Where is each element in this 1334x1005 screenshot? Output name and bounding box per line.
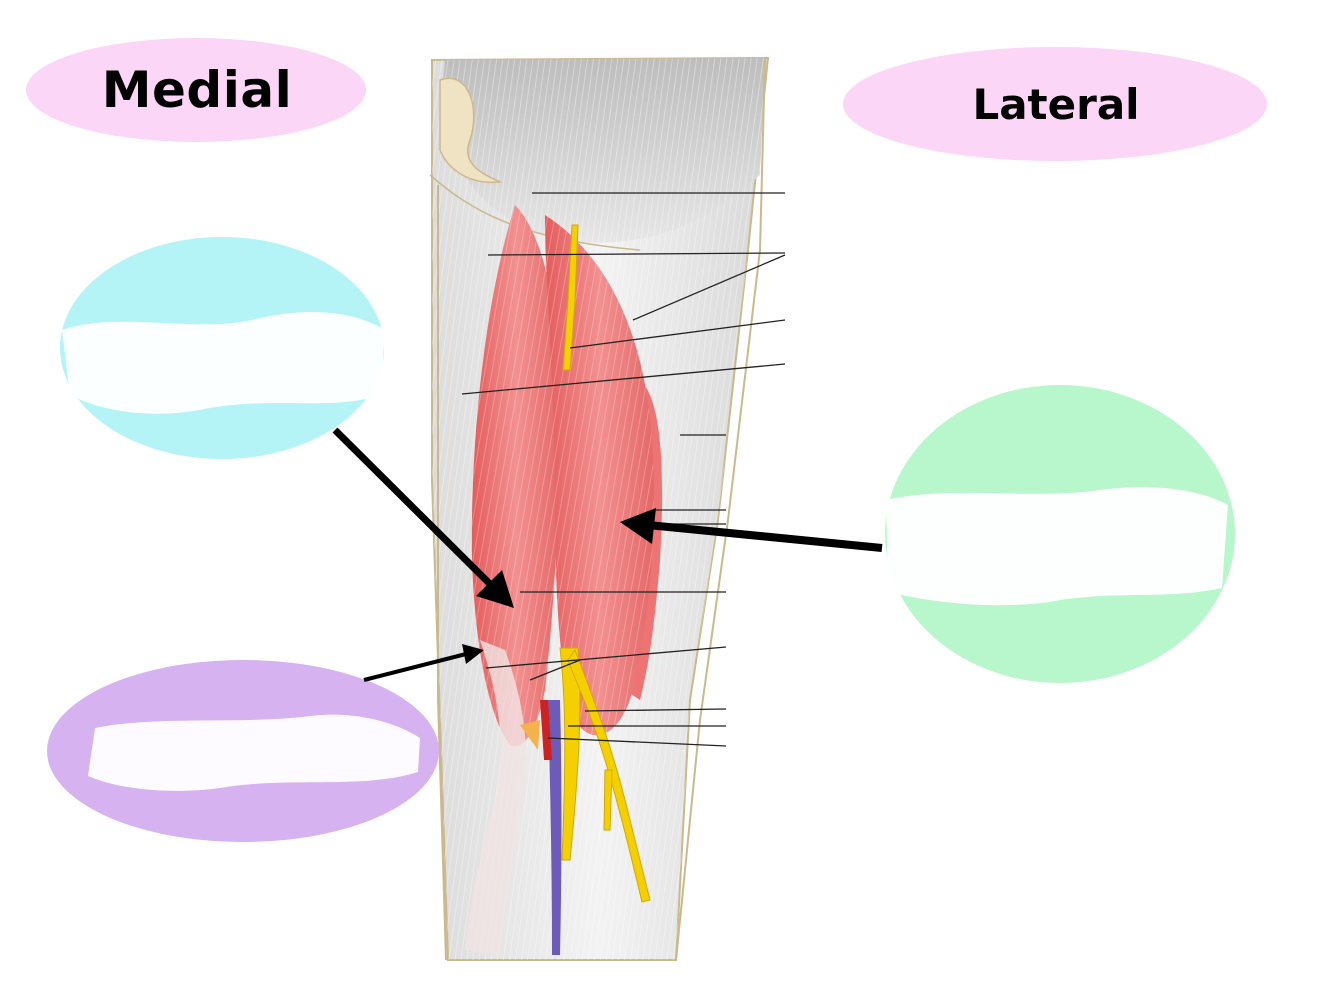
lateral-label: Lateral	[972, 79, 1140, 129]
thigh-illustration	[429, 56, 770, 961]
arrow-left-icon	[620, 508, 883, 552]
pointer-line-11	[529, 659, 581, 681]
pointer-lines	[461, 192, 786, 747]
lateral-bubble	[843, 47, 1267, 161]
arrow-right-down-icon	[332, 427, 514, 608]
skin-outline-right	[675, 57, 766, 961]
lower-left-blur-patch	[88, 714, 420, 791]
medial-label: Medial	[101, 61, 293, 119]
pointer-line-10	[485, 646, 727, 669]
right-answer-bubble	[885, 385, 1235, 683]
pointer-line-2	[487, 252, 786, 256]
popliteal-vein	[548, 700, 562, 955]
skin-outline-left	[437, 185, 447, 961]
common-fibular-nerve	[567, 648, 651, 903]
pointer-line-5	[461, 363, 786, 395]
tendon-lower	[465, 640, 527, 955]
sciatic-curve	[429, 174, 641, 251]
upper-left-blur-patch	[62, 311, 385, 414]
sciatic-nerve	[562, 224, 579, 371]
pointer-line-12	[584, 708, 727, 712]
pointer-line-3	[632, 254, 786, 321]
tibial-nerve	[559, 647, 581, 861]
right-blur-patch	[886, 487, 1228, 606]
fat-pad	[520, 720, 540, 750]
popliteal-artery	[540, 700, 552, 760]
lower-left-answer-bubble	[47, 660, 439, 842]
nerve-branch-small	[603, 769, 613, 831]
upper-left-answer-bubble	[60, 237, 385, 459]
pointer-line-14	[547, 737, 727, 747]
pointer-line-4	[569, 319, 786, 349]
medial-hamstring-fibers	[471, 205, 560, 747]
arrow-right-up-icon	[363, 644, 484, 682]
ischial-tuberosity	[439, 77, 503, 184]
gluteal-fibers	[442, 58, 765, 243]
medial-bubble	[26, 38, 366, 142]
